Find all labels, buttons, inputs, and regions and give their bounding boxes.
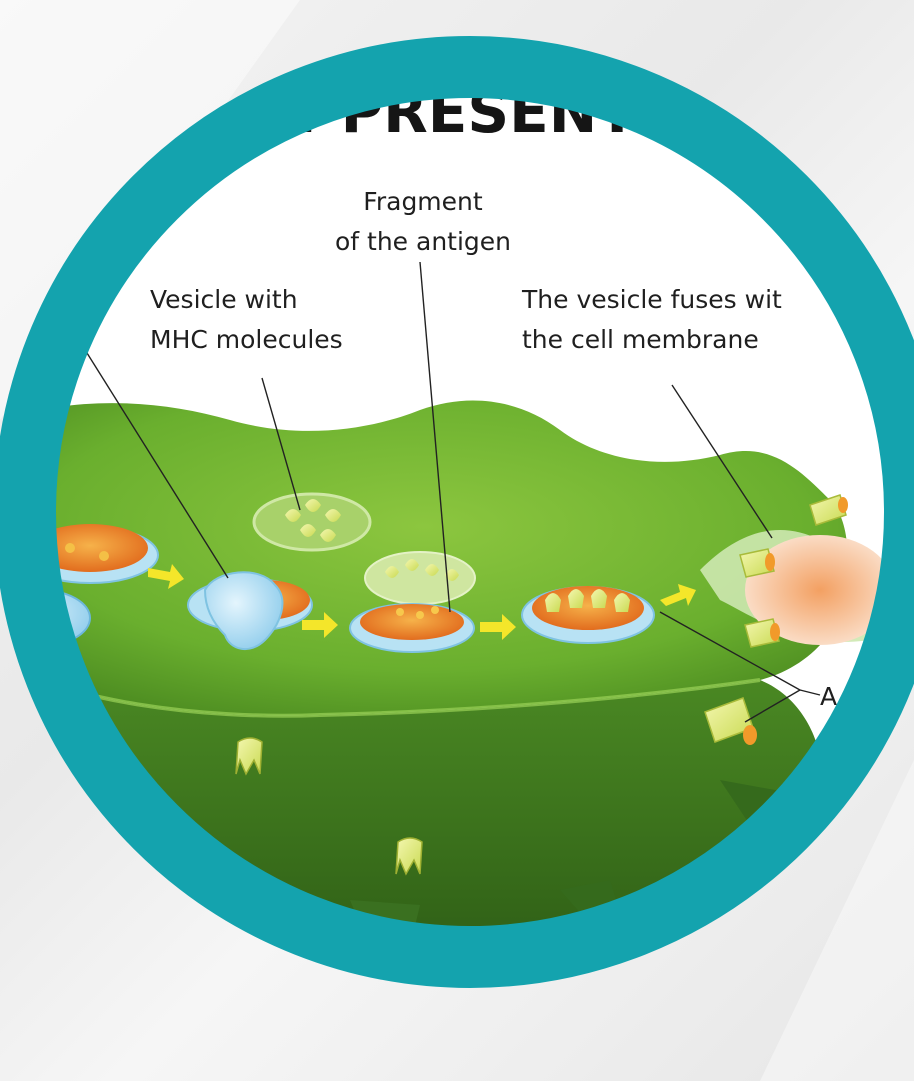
label-vesicle-mhc-line2: MHC molecules	[150, 325, 343, 354]
label-fragment-line1: Fragment	[363, 187, 483, 216]
vesicle-mhc-loaded	[522, 586, 654, 643]
label-vesicle-mhc-line1: Vesicle with	[150, 285, 298, 314]
label-fragment-line2: of the antigen	[335, 227, 511, 256]
label-vesicle-fuses-line2: the cell membrane	[522, 325, 759, 354]
cell-spike	[0, 760, 40, 850]
label-vesicle-fuses-line1: The vesicle fuses wit	[521, 285, 782, 314]
vesicle-mhc-molecules	[254, 494, 370, 550]
label-antigen-partial: A	[820, 682, 837, 711]
